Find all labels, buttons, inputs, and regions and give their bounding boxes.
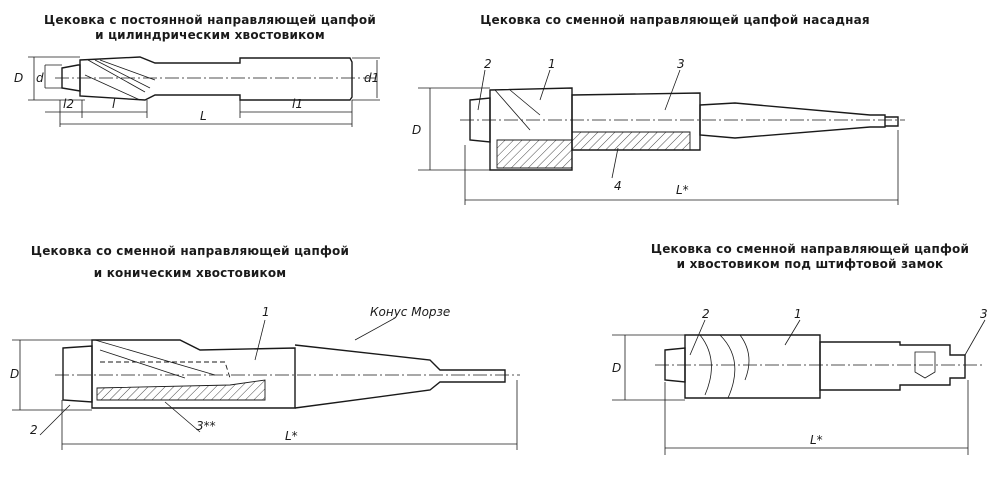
dim-D: D	[10, 367, 19, 381]
position-2-label: 2	[702, 307, 710, 321]
dim-L: L*	[810, 433, 823, 447]
title-line: и хвостовиком под штифтовой замок	[676, 257, 944, 271]
title-line: Цековка со сменной направляющей цапфой н…	[480, 13, 870, 27]
dim-L: L	[200, 109, 207, 123]
title-line: и коническим хвостовиком	[93, 266, 287, 280]
dim-l: l	[112, 97, 116, 111]
dim-L: L*	[285, 429, 298, 443]
title-line: Цековка с постоянной направляющей цапфой	[44, 13, 376, 27]
position-1-label: 1	[262, 305, 270, 319]
dim-D: D	[412, 123, 421, 137]
title-line: и цилиндрическим хвостовиком	[95, 28, 325, 42]
position-1-label: 1	[794, 307, 802, 321]
morse-taper-label: Конус Морзе	[370, 305, 450, 319]
dim-d1: d1	[364, 71, 379, 85]
position-1-label: 1	[548, 57, 556, 71]
position-4-label: 4	[614, 179, 622, 193]
figure1-counterbore-cylindrical-shank: D d l2 l L l1 d1	[14, 56, 380, 127]
position-3-label: 3	[677, 57, 685, 71]
figure2-counterbore-shell: 2 1 3 4 D L*	[412, 57, 905, 205]
dim-l2: l2	[63, 97, 74, 111]
position-2-label: 2	[484, 57, 492, 71]
figure4-counterbore-pin-lock: 2 1 3 D L*	[612, 307, 988, 455]
figure4-title: Цековка со сменной направляющей цапфой и…	[640, 242, 980, 272]
dim-D: D	[612, 361, 621, 375]
dim-L: L*	[676, 183, 689, 197]
title-line: Цековка со сменной направляющей цапфой	[30, 244, 350, 258]
position-3-label: 3**	[196, 419, 216, 433]
dim-d: d	[36, 71, 44, 85]
dim-D: D	[14, 71, 23, 85]
figure3-counterbore-morse-taper: 1 Конус Морзе D 2 3** L*	[10, 305, 520, 450]
position-2-label: 2	[30, 423, 38, 437]
figure3-title: Цековка со сменной направляющей цапфой и…	[30, 240, 350, 284]
dim-l1: l1	[292, 97, 303, 111]
figure2-title: Цековка со сменной направляющей цапфой н…	[440, 13, 910, 28]
figure1-title: Цековка с постоянной направляющей цапфой…	[40, 13, 380, 43]
title-line: Цековка со сменной направляющей цапфой	[650, 242, 970, 256]
position-3-label: 3	[980, 307, 988, 321]
